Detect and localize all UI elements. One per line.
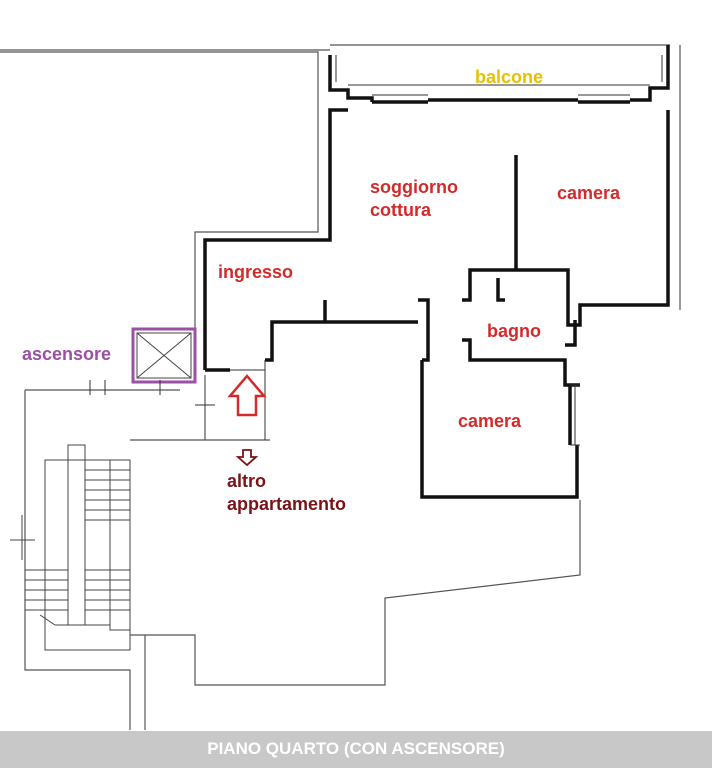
elevator-label: ascensore bbox=[22, 344, 112, 364]
wall-details bbox=[89, 45, 681, 446]
other-apartment-arrow-icon bbox=[235, 449, 259, 467]
room-label-bagno: bagno bbox=[487, 321, 541, 341]
entry-arrow-icon bbox=[227, 374, 267, 417]
floor-title: PIANO QUARTO (CON ASCENSORE) bbox=[207, 739, 505, 758]
building-outline bbox=[0, 44, 670, 730]
footer-bar bbox=[0, 731, 712, 768]
room-label-cottura: cottura bbox=[370, 200, 432, 220]
room-label-camera-top: camera bbox=[557, 183, 621, 203]
room-label-ingresso: ingresso bbox=[218, 262, 294, 282]
room-label-soggiorno: soggiorno bbox=[370, 177, 458, 197]
other-apartment-label-line1: altro bbox=[227, 471, 267, 491]
staircase bbox=[10, 444, 131, 651]
room-label-balcone: balcone bbox=[475, 67, 544, 87]
room-label-camera-bottom: camera bbox=[458, 411, 522, 431]
elevator bbox=[131, 327, 197, 384]
apartment-walls bbox=[203, 45, 670, 499]
other-apartment-label-line2: appartamento bbox=[227, 494, 347, 514]
